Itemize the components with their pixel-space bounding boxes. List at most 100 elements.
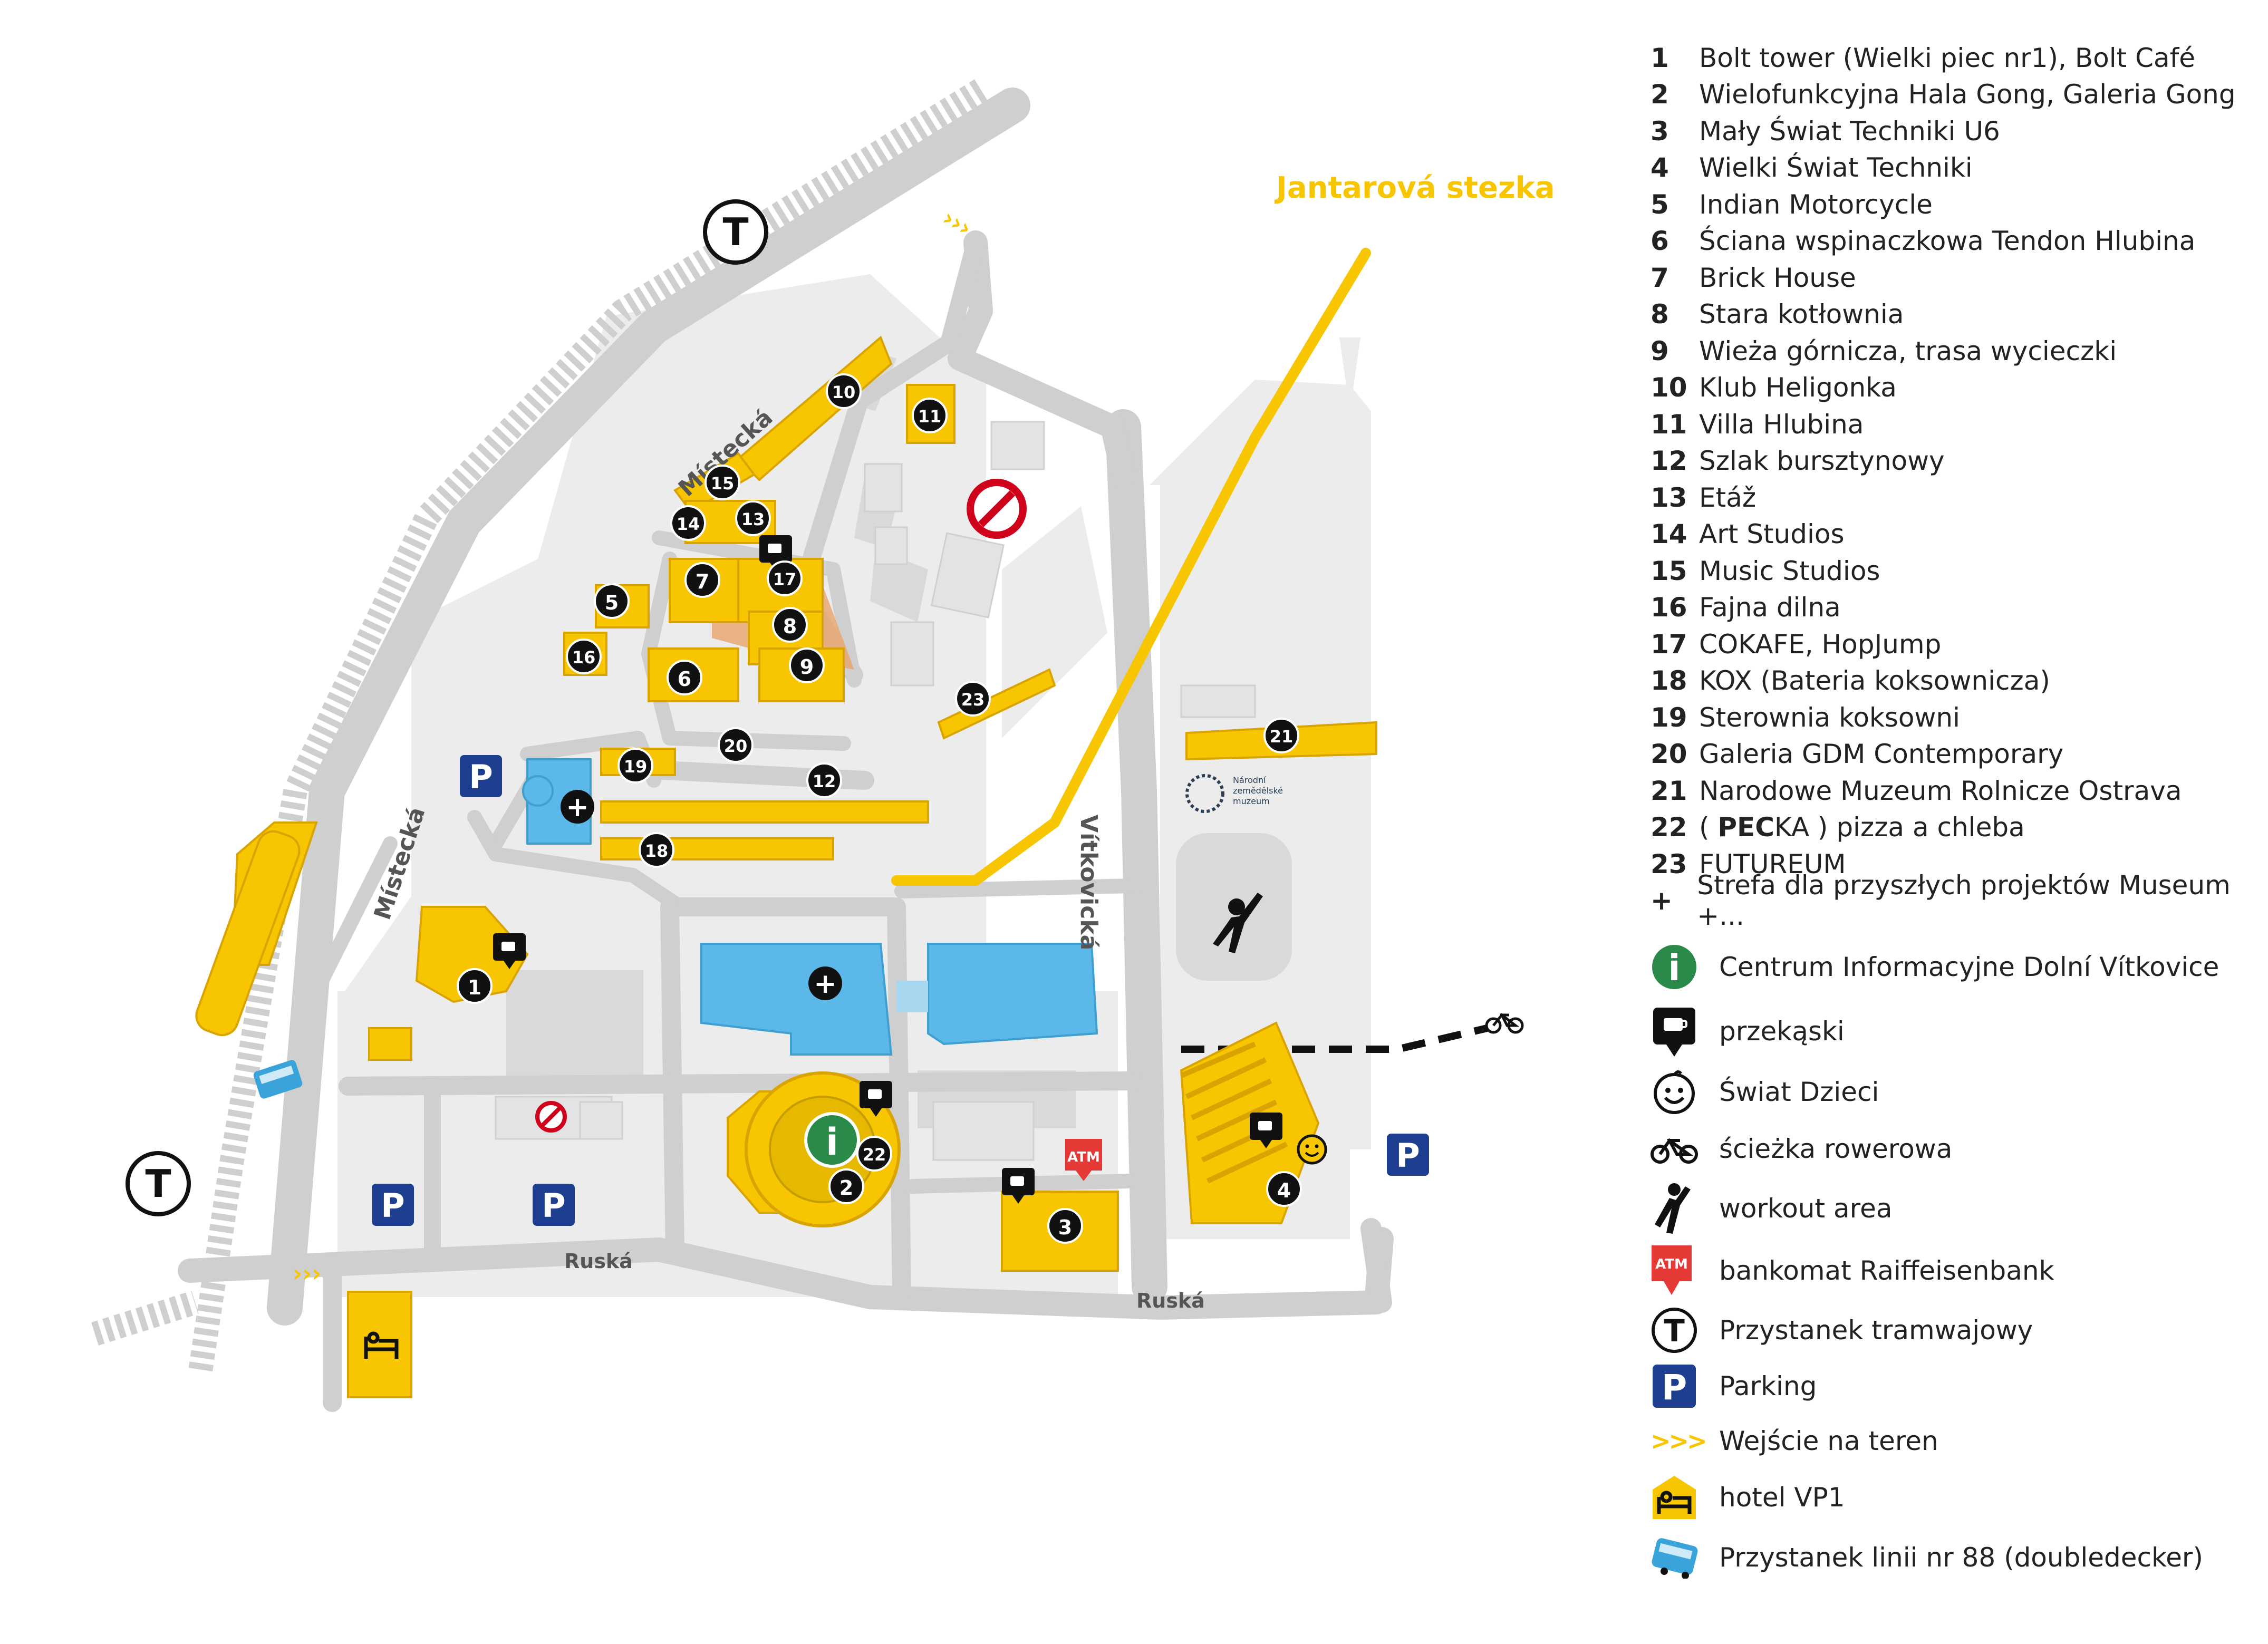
kids-icon: [1297, 1134, 1327, 1165]
svg-text:T: T: [722, 210, 748, 254]
legend-symbol-info: i Centrum Informacyjne Dolní Vítkovice: [1651, 935, 2262, 999]
svg-text:15: 15: [711, 473, 735, 494]
svg-text:i: i: [1668, 947, 1680, 989]
badge-14: 14: [670, 505, 706, 541]
info-icon: [804, 1112, 860, 1168]
workout-icon: [1213, 893, 1263, 953]
legend-symbols: i Centrum Informacyjne Dolní Vítkovice p…: [1651, 935, 2262, 1589]
snack-markers: [493, 535, 1282, 1204]
svg-text:4: 4: [1277, 1179, 1291, 1202]
badge-16: 16: [566, 639, 602, 674]
street-label-ruska-1: Ruská: [564, 1250, 633, 1273]
badge-9: 9: [789, 647, 825, 683]
parking-icon: P: [1651, 1362, 1719, 1410]
parking-icon: P: [533, 1184, 575, 1226]
snack-icon: [493, 933, 526, 969]
svg-text:13: 13: [741, 509, 765, 529]
svg-text:zemědělské: zemědělské: [1233, 786, 1283, 796]
street-label-ruska-2: Ruská: [1136, 1289, 1205, 1312]
tram-stop-top: T: [703, 199, 768, 265]
svg-text:19: 19: [624, 757, 648, 777]
plus-icon: +: [808, 966, 842, 1000]
svg-text:5: 5: [605, 591, 619, 614]
svg-text:T: T: [145, 1162, 171, 1206]
atm-icon: [1065, 1139, 1102, 1181]
legend-symbol-entrance: >>> Wejście na teren: [1651, 1426, 1938, 1456]
connector: [896, 981, 928, 1012]
hotel-icon: [364, 1331, 399, 1359]
badge-1: 1: [457, 968, 493, 1004]
trail-label: Jantarová stezka: [1274, 171, 1555, 205]
legend-symbol-bus: Przystanek linii nr 88 (doubledecker): [1651, 1526, 2262, 1589]
parking-signs: P P P P: [372, 755, 1429, 1226]
svg-text:2: 2: [839, 1176, 853, 1200]
badge-23: 23: [955, 681, 991, 717]
atm-icon: ATM: [1651, 1244, 1719, 1297]
atm-marker: ATM: [1065, 1139, 1102, 1181]
svg-text:i: i: [826, 1120, 838, 1164]
svg-text:muzeum: muzeum: [1233, 796, 1270, 806]
map-badges: 1 2 3 4 5 6 7 8 9 10 11 12 13 14 15 16 1…: [457, 373, 1302, 1244]
railway: [91, 79, 988, 1373]
plus-markers: + +: [561, 790, 842, 1000]
svg-text:16: 16: [572, 647, 596, 668]
svg-text:3: 3: [1058, 1216, 1072, 1239]
badge-2: 2: [828, 1168, 864, 1204]
site-map: Místecká Místecká Vítkovická Ruská Ruská…: [91, 79, 1555, 1412]
train-icon: [195, 830, 301, 1037]
legend-symbol-hotel: hotel VP1: [1651, 1468, 2262, 1526]
badge-7: 7: [684, 562, 720, 598]
bike-path: [1181, 1024, 1488, 1053]
svg-text:T: T: [1664, 1313, 1685, 1349]
badge-13: 13: [735, 500, 771, 536]
bicycle-icon: [1651, 1133, 1719, 1165]
badge-19: 19: [617, 748, 653, 784]
kids-icon: [1651, 1068, 1719, 1116]
svg-text:Národní: Národní: [1233, 775, 1266, 785]
snack-icon: [1651, 1005, 1719, 1058]
svg-text:22: 22: [863, 1145, 886, 1165]
snack-icon: [1250, 1113, 1282, 1148]
legend-symbol-snack: przekąski: [1651, 999, 2262, 1063]
street-label-vitkovicka: Vítkovická: [1075, 815, 1102, 950]
parking-icon: P: [460, 755, 502, 797]
svg-text:P: P: [1662, 1367, 1687, 1408]
parking-icon: P: [372, 1184, 414, 1226]
svg-text:12: 12: [813, 771, 836, 791]
tram-icon: [126, 1151, 191, 1216]
legend-item-plus: +Strefa dla przyszłych projektów Museum …: [1651, 870, 2231, 932]
svg-text:ATM: ATM: [1067, 1149, 1100, 1165]
svg-text:+: +: [814, 968, 837, 1000]
hatched-structures: [1180, 1041, 1288, 1184]
svg-text:8: 8: [783, 615, 797, 638]
svg-text:18: 18: [645, 841, 669, 861]
plus-icon: +: [561, 790, 594, 824]
badge-6: 6: [667, 660, 702, 695]
hotel-icon: [1651, 1474, 1719, 1521]
entrance-icon: ›››: [293, 1260, 321, 1287]
badge-15: 15: [704, 465, 740, 500]
svg-text:6: 6: [678, 668, 691, 691]
badge-5: 5: [594, 583, 630, 619]
svg-text:1: 1: [468, 976, 481, 999]
no-entry-icon: [967, 479, 1027, 539]
badge-11: 11: [912, 398, 948, 433]
legend-symbol-tram: T Przystanek tramwajowy: [1651, 1302, 2262, 1359]
legend-symbol-bicycle: ścieżka rowerowa: [1651, 1120, 2262, 1177]
tram-icon: [703, 199, 768, 265]
